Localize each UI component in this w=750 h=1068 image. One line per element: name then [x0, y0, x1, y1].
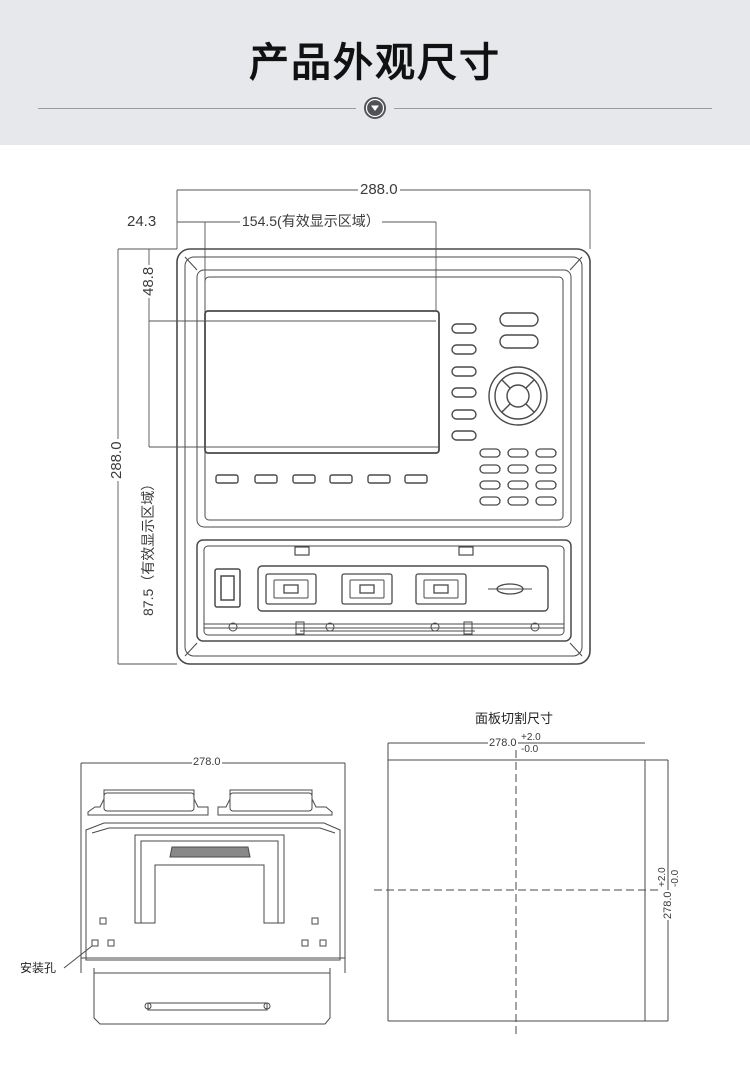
- bottom-softkeys: [215, 474, 428, 484]
- chevron-down-icon: [364, 97, 386, 119]
- numeric-keypad: [479, 448, 557, 506]
- total-width-label: 288.0: [358, 181, 400, 198]
- left-offset-label: 24.3: [125, 213, 159, 230]
- cutout-width-tol-minus: -0.0: [521, 744, 539, 755]
- display-width-label: 154.5(有效显示区域）: [240, 213, 382, 229]
- lower-compartment: [196, 539, 572, 642]
- side-width-label: 278.0: [192, 756, 222, 768]
- page-header: 产品外观尺寸: [0, 0, 750, 145]
- top-offset-label: 48.8: [140, 264, 157, 298]
- cutout-width-tol-plus: +2.0: [521, 732, 541, 743]
- side-softkeys: [451, 323, 477, 441]
- cutout-height-tol-minus: -0.0: [670, 869, 681, 887]
- navigation-pad: [488, 366, 548, 426]
- header-divider-right: [394, 108, 712, 109]
- side-view-device: [63, 762, 346, 1025]
- cutout-width-label: 278.0: [488, 737, 518, 749]
- panel-cutout-title: 面板切割尺寸: [475, 711, 554, 726]
- function-keys: [499, 312, 539, 349]
- display-screen: [204, 310, 440, 454]
- display-height-label: 87.5（有效显示区域）: [140, 474, 156, 618]
- cutout-height-tol-plus: +2.0: [657, 867, 668, 887]
- panel-cutout-drawing: [374, 742, 669, 1036]
- mounting-hole-label: 安装孔: [20, 961, 57, 975]
- total-height-label: 288.0: [108, 439, 125, 481]
- page-title: 产品外观尺寸: [249, 40, 501, 86]
- header-divider-left: [38, 108, 356, 109]
- front-view-device: [176, 248, 591, 665]
- cutout-height-label: 278.0: [662, 890, 674, 920]
